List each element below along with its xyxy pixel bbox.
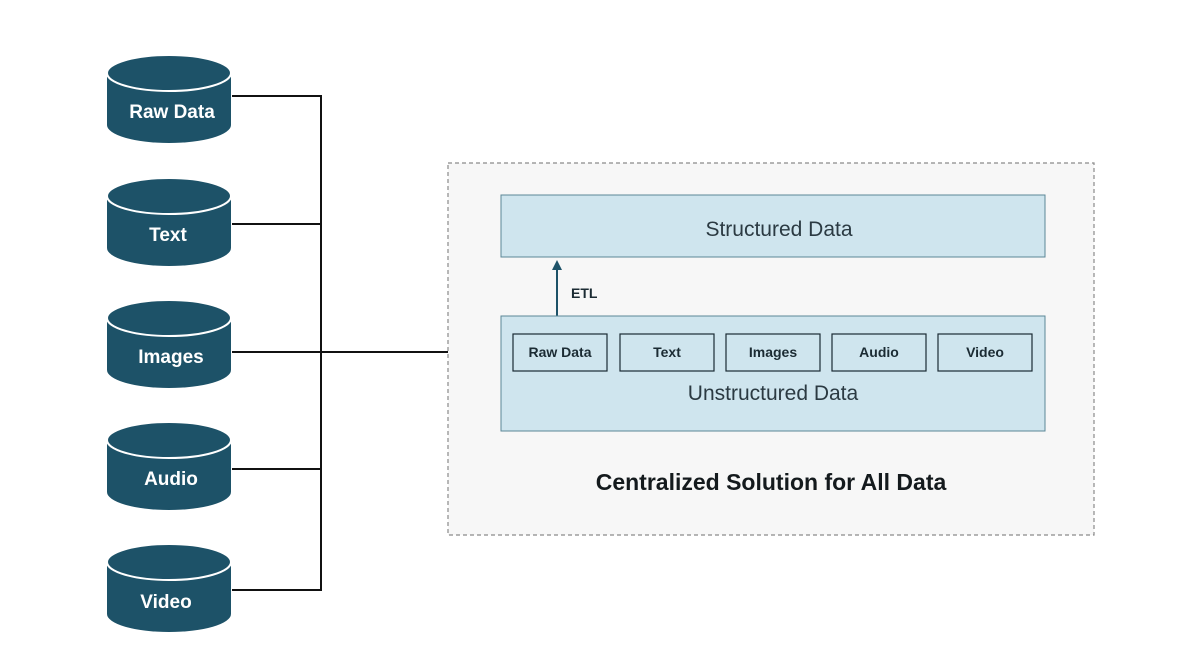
chip-label: Audio — [859, 344, 899, 360]
chip-label: Video — [966, 344, 1004, 360]
structured-data-panel: Structured Data — [500, 194, 1046, 258]
unstructured-data-label: Unstructured Data — [688, 382, 859, 405]
source-cylinder-images: Images — [106, 299, 232, 388]
source-label: Audio — [144, 469, 198, 490]
source-cylinder-text: Text — [106, 177, 232, 266]
source-cylinder-video: Video — [106, 543, 232, 632]
source-cylinder-raw-data: Raw Data — [106, 54, 232, 143]
source-label: Raw Data — [129, 102, 215, 123]
solution-caption: Centralized Solution for All Data — [596, 469, 947, 495]
chip-label: Raw Data — [528, 344, 591, 360]
centralized-solution: Structured Data ETL Raw Data Text Images — [447, 162, 1095, 536]
chip-label: Images — [749, 344, 797, 360]
chip-raw-data: Raw Data — [512, 333, 608, 372]
structured-data-label: Structured Data — [705, 218, 852, 241]
chip-video: Video — [937, 333, 1033, 372]
chip-audio: Audio — [831, 333, 927, 372]
source-cylinder-audio: Audio — [106, 421, 232, 510]
chip-images: Images — [725, 333, 821, 372]
source-label: Text — [149, 225, 187, 246]
chip-text: Text — [619, 333, 715, 372]
source-label: Images — [138, 347, 203, 368]
source-label: Video — [140, 592, 191, 613]
chip-label: Text — [653, 344, 681, 360]
etl-label: ETL — [571, 285, 598, 301]
unstructured-data-panel: Raw Data Text Images Audio Video Unstruc… — [500, 315, 1046, 432]
